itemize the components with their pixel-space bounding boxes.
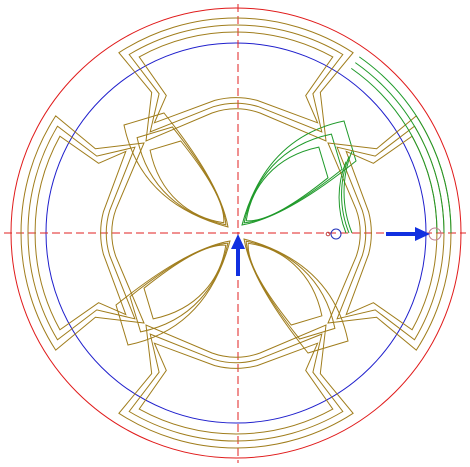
- origin-marker-icon[interactable]: [330, 228, 342, 240]
- toolpath-selected-inner-arc[interactable]: [338, 161, 347, 234]
- toolpath-petal[interactable]: [149, 140, 225, 224]
- toolpath-petal[interactable]: [115, 240, 231, 346]
- toolpath-lobe[interactable]: [118, 324, 354, 449]
- toolpath-petal[interactable]: [247, 242, 323, 326]
- toolpath-selected-inner-arc[interactable]: [341, 156, 350, 234]
- entry-marker-icon[interactable]: [428, 227, 442, 241]
- small-origin-dot: [325, 231, 331, 237]
- toolpath-petal-selected[interactable]: [245, 146, 329, 222]
- toolpath-selected-inner-arc[interactable]: [343, 151, 353, 234]
- toolpath-petal[interactable]: [143, 244, 227, 320]
- arrow-up-icon: [231, 234, 245, 276]
- toolpath-selected-arc[interactable]: [351, 67, 438, 234]
- toolpath-lobe[interactable]: [128, 24, 344, 133]
- toolpath-lobe[interactable]: [118, 17, 354, 142]
- arrow-right-icon: [386, 227, 430, 241]
- toolpath-lobe[interactable]: [128, 333, 344, 442]
- toolpath-group[interactable]: [20, 17, 452, 449]
- toolpath-petal[interactable]: [243, 238, 349, 354]
- toolpath-lobe[interactable]: [138, 31, 334, 124]
- toolpath-lobe[interactable]: [34, 135, 127, 331]
- toolpath-selected-arc[interactable]: [359, 56, 452, 234]
- toolpath-selected-arc[interactable]: [355, 62, 445, 234]
- toolpath-lobe[interactable]: [138, 342, 334, 435]
- toolpath-lobe[interactable]: [27, 125, 136, 341]
- toolpath-petal-selected[interactable]: [241, 120, 357, 226]
- toolpath-lobe[interactable]: [20, 115, 145, 351]
- toolpath-petal[interactable]: [123, 112, 229, 228]
